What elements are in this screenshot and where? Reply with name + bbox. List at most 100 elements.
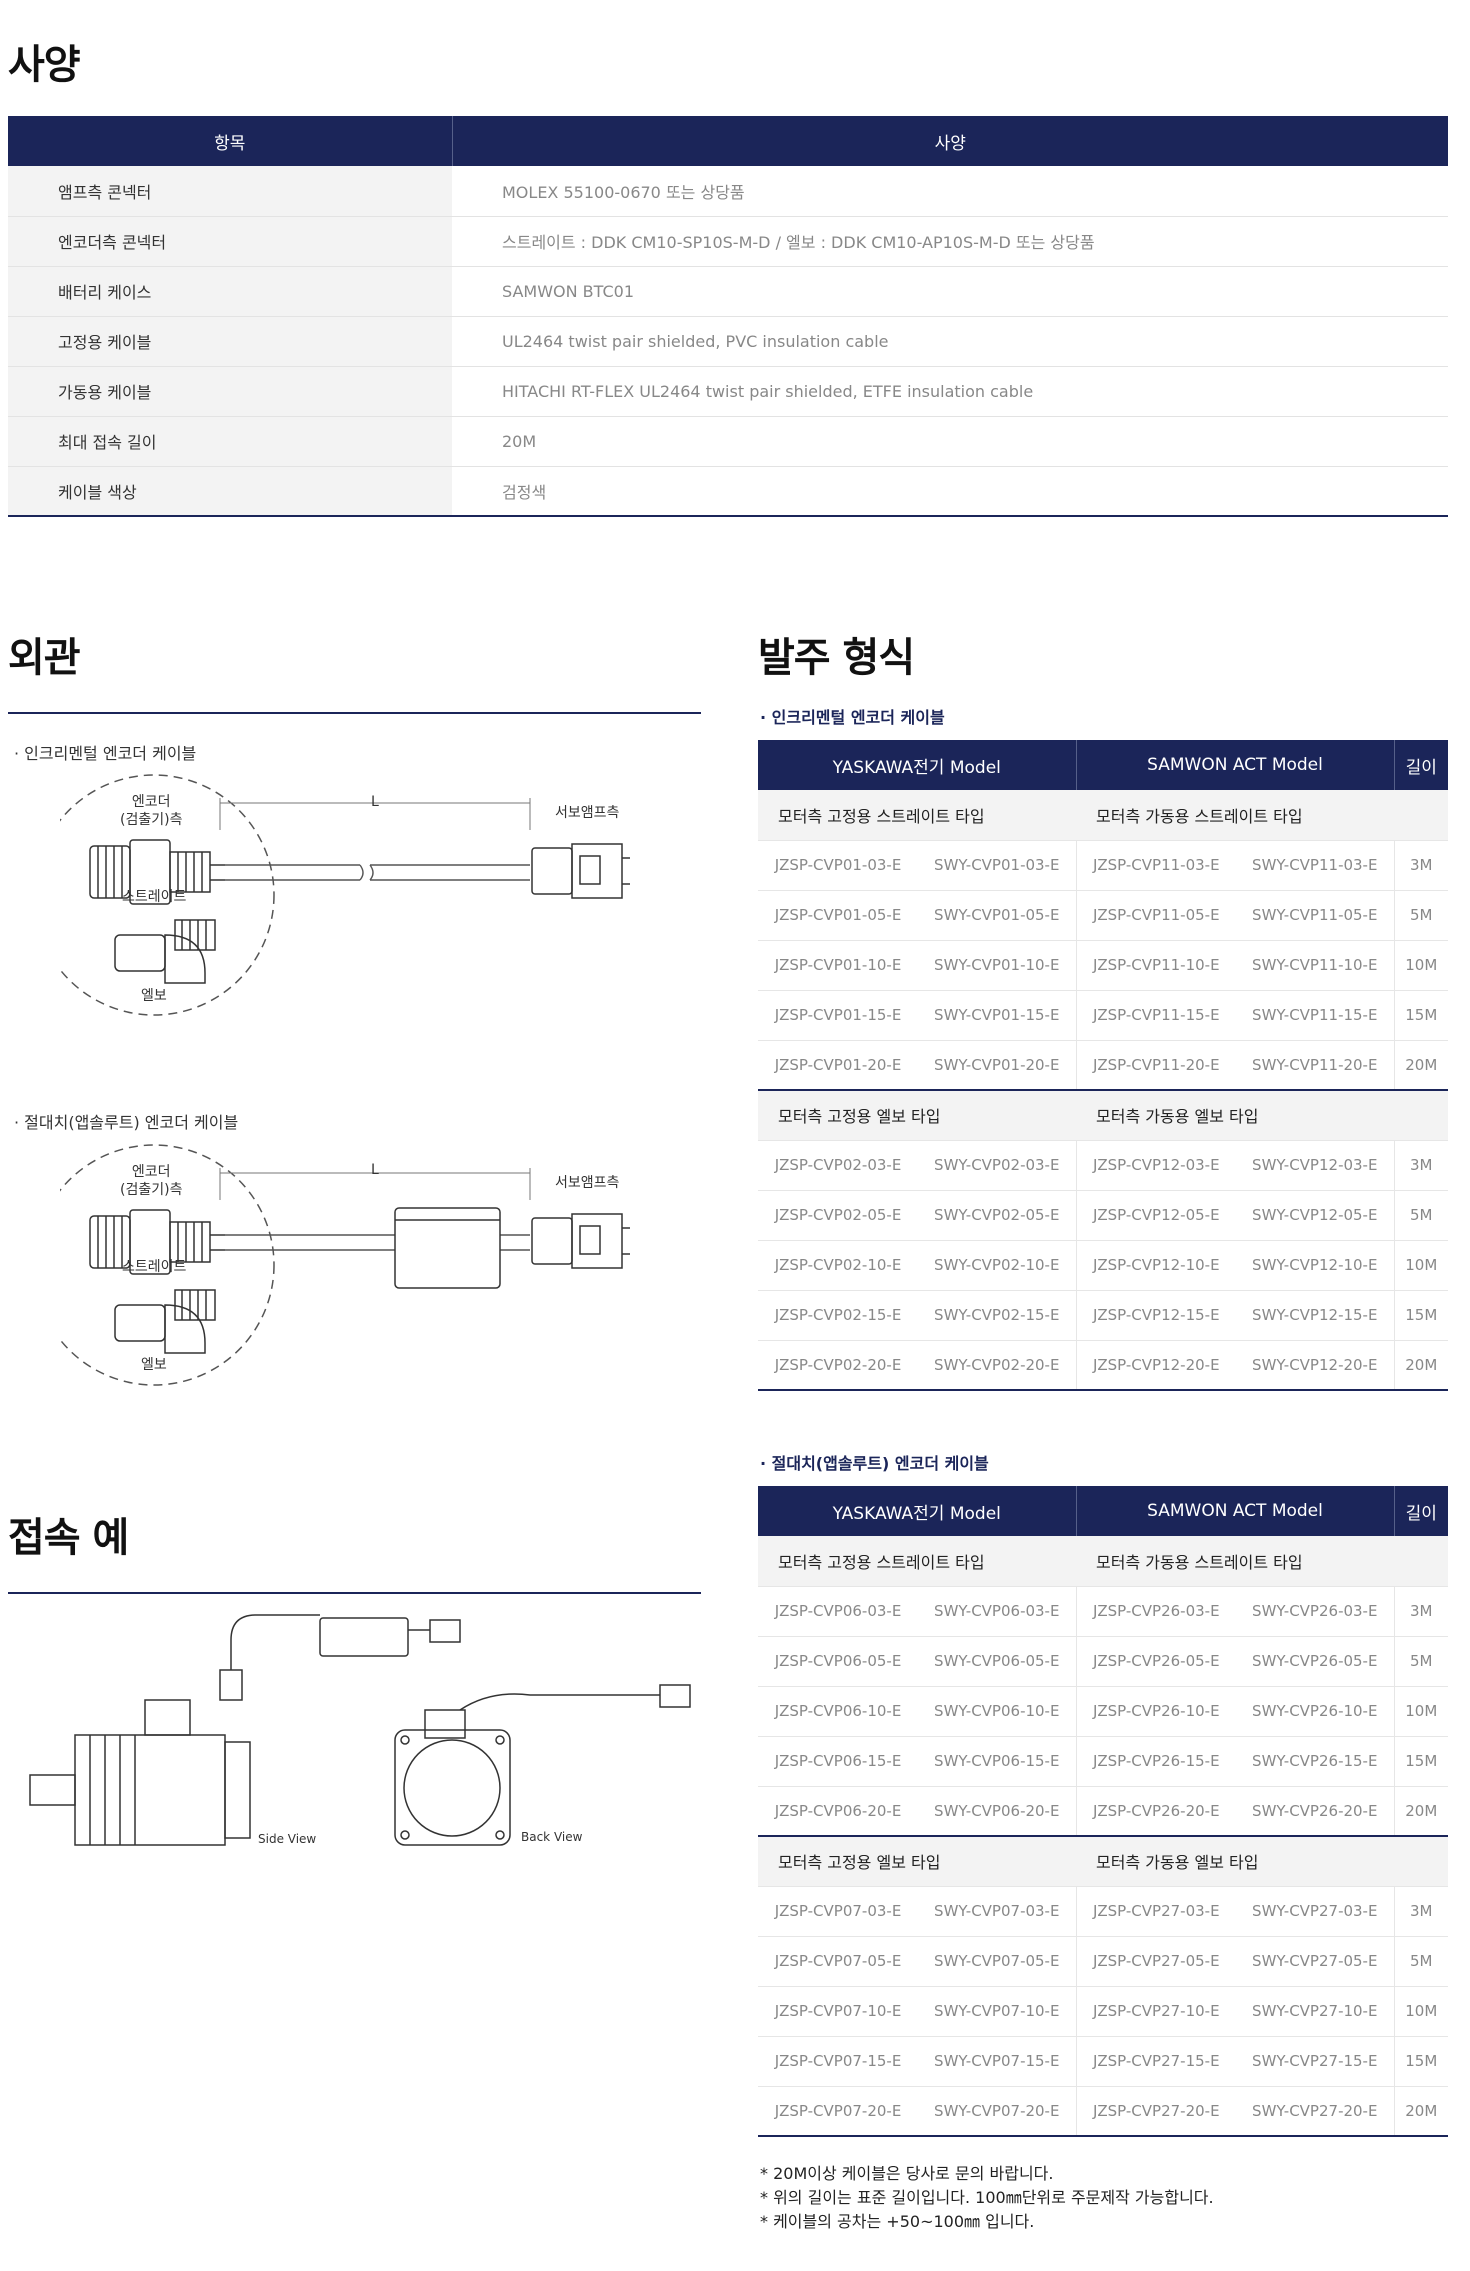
length-value: 3M (1393, 1140, 1448, 1191)
length-value: 5M (1393, 1636, 1448, 1687)
group-label-left: 모터측 고정용 스트레이트 타입 (758, 1536, 1076, 1587)
samwon-moving-model: SWY-CVP27-20-E (1236, 2086, 1394, 2137)
amp-connector-icon (531, 1213, 630, 1269)
samwon-moving-model: SWY-CVP27-05-E (1236, 1936, 1394, 1987)
samwon-moving-model: SWY-CVP27-03-E (1236, 1886, 1394, 1937)
samwon-moving-model: SWY-CVP12-10-E (1236, 1240, 1394, 1291)
header-length: 길이 (1394, 740, 1448, 790)
length-value: 10M (1393, 940, 1448, 991)
header-length: 길이 (1394, 1486, 1448, 1536)
yaskawa-moving-model: JZSP-CVP11-05-E (1075, 890, 1236, 941)
yaskawa-fixed-model: JZSP-CVP06-20-E (758, 1786, 918, 1837)
order-table-absolute: YASKAWA전기 Model SAMWON ACT Model 길이 모터측 … (758, 1486, 1448, 2137)
length-value: 5M (1393, 1936, 1448, 1987)
yaskawa-fixed-model: JZSP-CVP01-05-E (758, 890, 918, 941)
yaskawa-moving-model: JZSP-CVP12-10-E (1075, 1240, 1236, 1291)
diagram1-length-label: L (371, 794, 379, 810)
spec-header-item: 항목 (8, 116, 453, 166)
diagram2-elbow-label: 엘보 (141, 1357, 167, 1373)
spec-item-value: 검정색 (452, 466, 1448, 517)
yaskawa-moving-model: JZSP-CVP12-20-E (1075, 1340, 1236, 1391)
motor-back-view-icon (394, 1684, 691, 1846)
samwon-moving-model: SWY-CVP26-20-E (1236, 1786, 1394, 1837)
yaskawa-fixed-model: JZSP-CVP07-05-E (758, 1936, 918, 1987)
connection-example-diagram (29, 1614, 691, 1846)
group-label-right: 모터측 가동용 엘보 타입 (1076, 1089, 1448, 1141)
amp-connector-icon (531, 843, 630, 899)
samwon-moving-model: SWY-CVP12-05-E (1236, 1190, 1394, 1241)
samwon-moving-model: SWY-CVP12-15-E (1236, 1290, 1394, 1341)
spec-item-value: 스트레이트 : DDK CM10-SP10S-M-D / 엘보 : DDK CM… (452, 216, 1448, 267)
yaskawa-moving-model: JZSP-CVP27-10-E (1075, 1986, 1236, 2037)
yaskawa-moving-model: JZSP-CVP12-05-E (1075, 1190, 1236, 1241)
yaskawa-moving-model: JZSP-CVP26-05-E (1075, 1636, 1236, 1687)
samwon-moving-model: SWY-CVP27-15-E (1236, 2036, 1394, 2087)
yaskawa-fixed-model: JZSP-CVP06-10-E (758, 1686, 918, 1737)
samwon-fixed-model: SWY-CVP07-15-E (918, 2036, 1076, 2087)
yaskawa-fixed-model: JZSP-CVP06-03-E (758, 1586, 918, 1637)
length-value: 15M (1393, 1736, 1448, 1787)
samwon-moving-model: SWY-CVP26-10-E (1236, 1686, 1394, 1737)
appearance-title: 외관 (8, 635, 81, 681)
spec-item-value: SAMWON BTC01 (452, 266, 1448, 317)
spec-item-value: HITACHI RT-FLEX UL2464 twist pair shield… (452, 366, 1448, 417)
yaskawa-moving-model: JZSP-CVP27-15-E (1075, 2036, 1236, 2087)
yaskawa-fixed-model: JZSP-CVP01-10-E (758, 940, 918, 991)
yaskawa-moving-model: JZSP-CVP12-03-E (1075, 1140, 1236, 1191)
diagram1-caption: · 인크리멘털 엔코더 케이블 (14, 744, 197, 763)
yaskawa-moving-model: JZSP-CVP11-20-E (1075, 1040, 1236, 1091)
group-label-left: 모터측 고정용 스트레이트 타입 (758, 790, 1076, 841)
yaskawa-fixed-model: JZSP-CVP01-20-E (758, 1040, 918, 1091)
yaskawa-moving-model: JZSP-CVP12-15-E (1075, 1290, 1236, 1341)
samwon-fixed-model: SWY-CVP07-05-E (918, 1936, 1076, 1987)
yaskawa-fixed-model: JZSP-CVP06-05-E (758, 1636, 918, 1687)
length-value: 3M (1393, 1586, 1448, 1637)
yaskawa-moving-model: JZSP-CVP27-20-E (1075, 2086, 1236, 2137)
samwon-fixed-model: SWY-CVP02-03-E (918, 1140, 1076, 1191)
spec-item-label: 가동용 케이블 (8, 366, 452, 417)
yaskawa-fixed-model: JZSP-CVP02-03-E (758, 1140, 918, 1191)
cable-line (225, 1234, 530, 1251)
appearance-rule (8, 712, 701, 714)
spec-item-label: 고정용 케이블 (8, 316, 452, 367)
yaskawa-moving-model: JZSP-CVP11-15-E (1075, 990, 1236, 1041)
spec-item-label: 최대 접속 길이 (8, 416, 452, 467)
amp-connector-icon (408, 1619, 461, 1643)
order-table-incremental: YASKAWA전기 Model SAMWON ACT Model 길이 모터측 … (758, 740, 1448, 1391)
back-view-label: Back View (521, 1830, 583, 1844)
group-label-left: 모터측 고정용 엘보 타입 (758, 1835, 1076, 1887)
order-header-row: YASKAWA전기 Model SAMWON ACT Model 길이 (758, 1486, 1448, 1536)
side-view-label: Side View (258, 1832, 317, 1846)
samwon-fixed-model: SWY-CVP02-10-E (918, 1240, 1076, 1291)
group-label-left: 모터측 고정용 엘보 타입 (758, 1089, 1076, 1141)
samwon-moving-model: SWY-CVP26-03-E (1236, 1586, 1394, 1637)
connection-rule (8, 1592, 701, 1594)
connection-title: 접속 예 (8, 1515, 129, 1561)
group-label-right: 모터측 가동용 엘보 타입 (1076, 1835, 1448, 1887)
yaskawa-fixed-model: JZSP-CVP07-03-E (758, 1886, 918, 1937)
diagram1-encoder-label: 엔코더(검출기)측 (120, 794, 183, 828)
yaskawa-fixed-model: JZSP-CVP02-10-E (758, 1240, 918, 1291)
yaskawa-moving-model: JZSP-CVP27-05-E (1075, 1936, 1236, 1987)
spec-item-value: 20M (452, 416, 1448, 467)
diagram1-elbow-label: 엘보 (141, 988, 167, 1004)
length-dimension (219, 1168, 531, 1200)
yaskawa-moving-model: JZSP-CVP11-10-E (1075, 940, 1236, 991)
samwon-fixed-model: SWY-CVP01-05-E (918, 890, 1076, 941)
yaskawa-fixed-model: JZSP-CVP07-10-E (758, 1986, 918, 2037)
detail-circle (60, 1144, 275, 1386)
spec-item-value: MOLEX 55100-0670 또는 상당품 (452, 166, 1448, 217)
